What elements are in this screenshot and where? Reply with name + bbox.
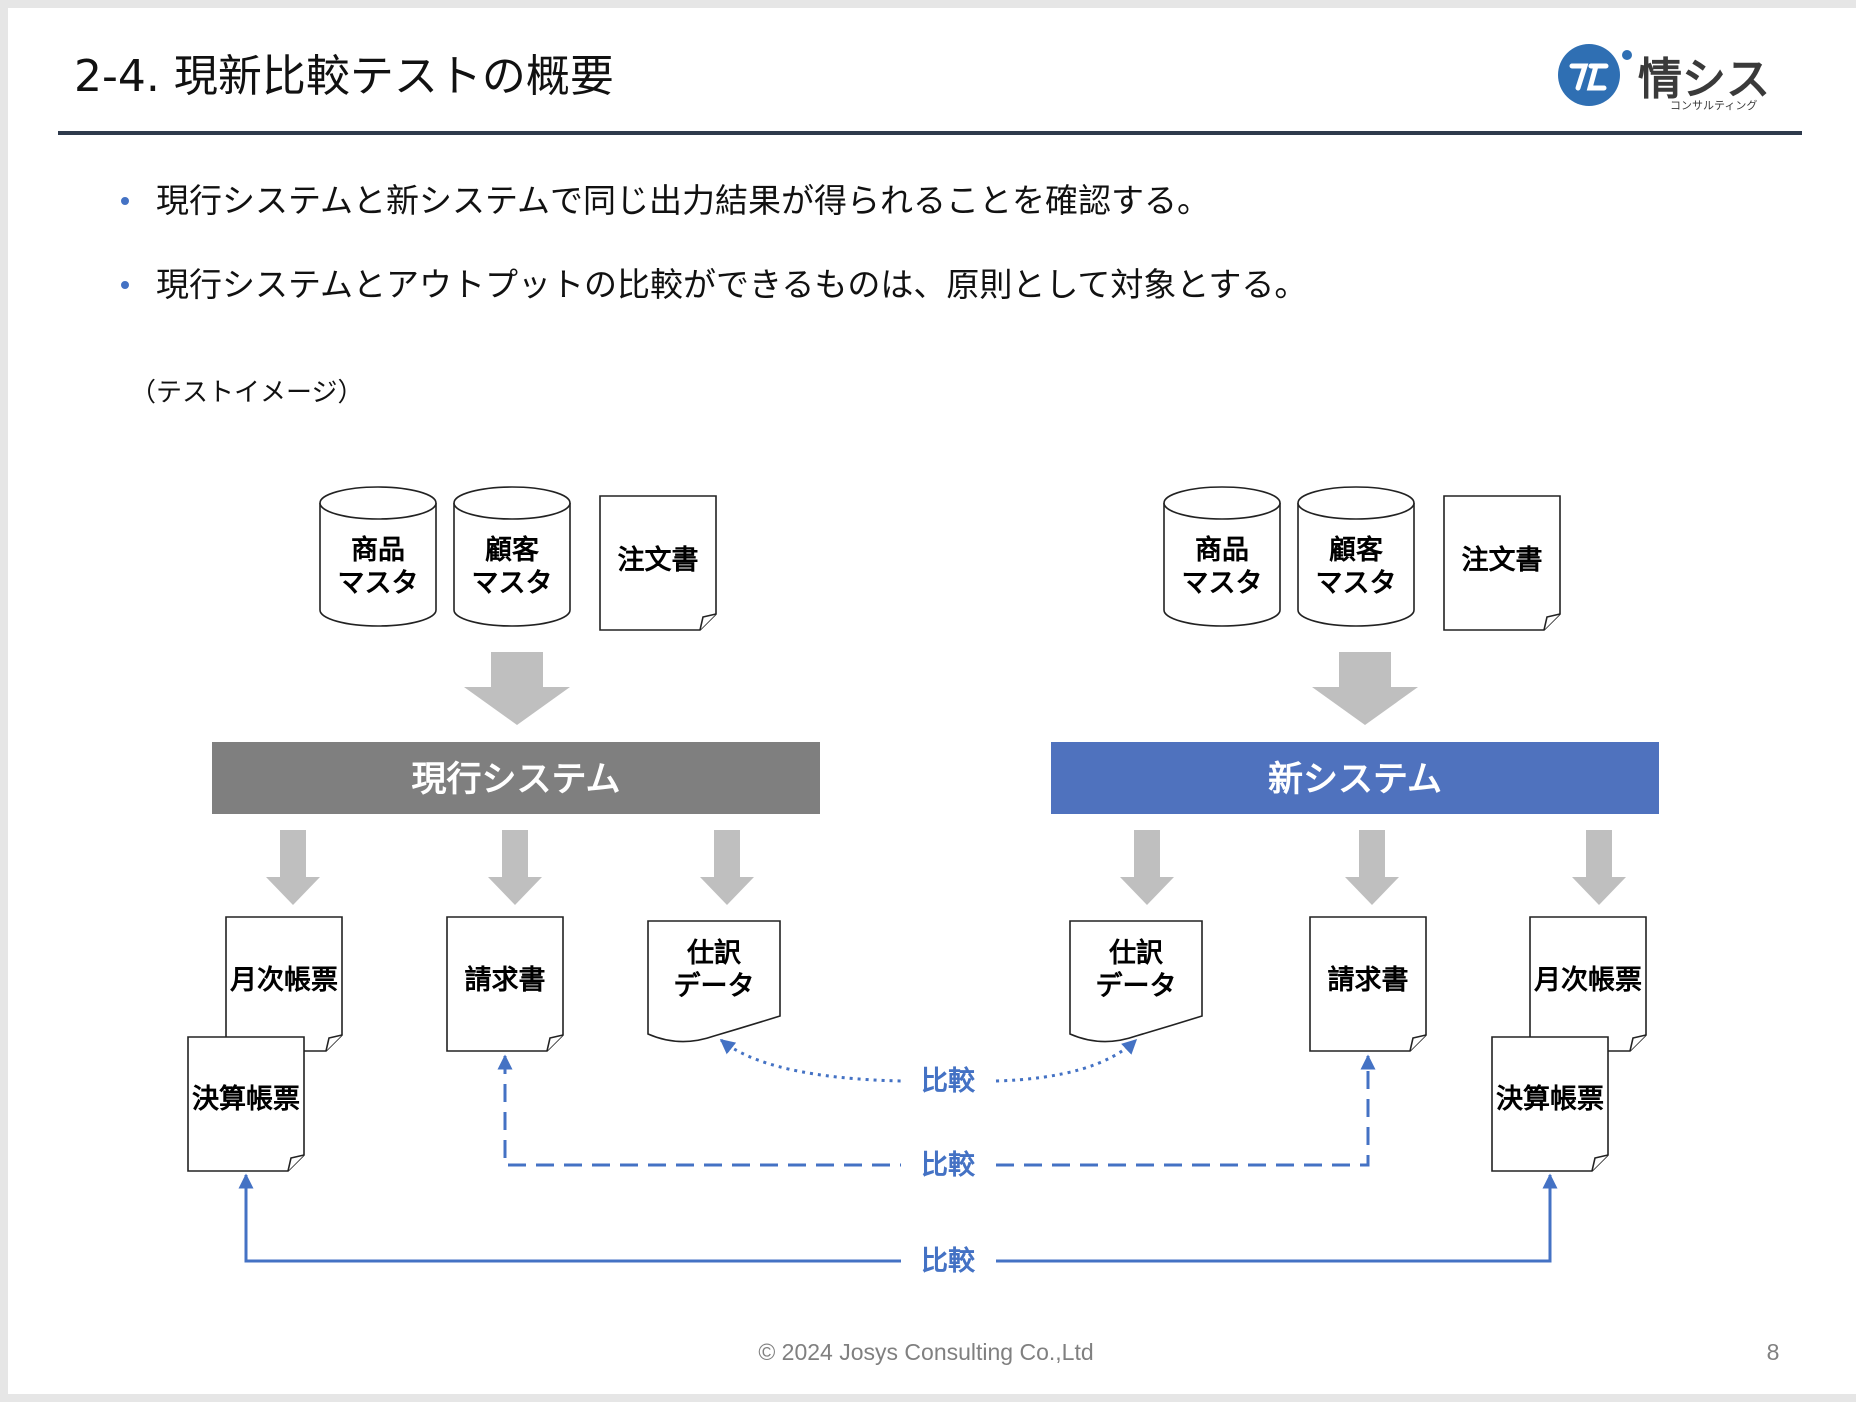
slide-canvas: 2-4. 現新比較テストの概要 情シス コンサルティング 現行システムと新システ… — [58, 44, 1802, 1365]
bullet-dot-icon — [121, 281, 129, 289]
compare-label-invoice: 比較 — [921, 1149, 976, 1181]
document-icon: 請求書 — [1309, 916, 1427, 1052]
product-master-label: マスタ — [338, 568, 419, 599]
logo-mark-icon — [1558, 44, 1620, 106]
copyright-text: © 2024 Josys Consulting Co.,Ltd — [758, 1339, 1093, 1365]
order-form-label: 注文書 — [1462, 544, 1543, 576]
journal-data-label: 仕訳 — [686, 937, 742, 969]
compare-connector-invoice-right — [996, 1054, 1376, 1167]
down-arrow-icon — [266, 830, 320, 905]
compare-connector-settlement-left — [238, 1173, 901, 1263]
bullet-dot-icon — [121, 197, 129, 205]
document-icon: 月次帳票 — [225, 916, 343, 1052]
page-number: 8 — [1767, 1339, 1780, 1365]
new-system-label: 新システム — [1268, 760, 1442, 800]
company-logo: 情シス コンサルティング — [1558, 44, 1770, 112]
page-title: 2-4. 現新比較テストの概要 — [74, 51, 614, 102]
invoice-label: 請求書 — [465, 964, 546, 996]
journal-data-label: データ — [674, 970, 755, 1002]
logo-subtext: コンサルティング — [1670, 98, 1757, 112]
invoice-label: 請求書 — [1328, 964, 1409, 996]
monthly-report-label: 月次帳票 — [229, 965, 338, 996]
slide: 2-4. 現新比較テストの概要 情シス コンサルティング 現行システムと新システ… — [8, 8, 1856, 1394]
database-icon: 商品 マスタ — [1163, 486, 1281, 627]
bullet-list: 現行システムと新システムで同じ出力結果が得られることを確認する。 現行システムと… — [121, 181, 1307, 304]
customer-master-label: 顧客 — [485, 534, 540, 566]
customer-master-label: 顧客 — [1329, 534, 1384, 566]
compare-connector-journal-right — [995, 1038, 1138, 1083]
bullet-item: 現行システムと新システムで同じ出力結果が得られることを確認する。 — [156, 181, 1210, 220]
down-arrow-icon — [1345, 830, 1399, 905]
document-icon: 決算帳票 — [1491, 1036, 1609, 1172]
product-master-label: 商品 — [1195, 535, 1249, 566]
database-icon: 顧客 マスタ — [453, 486, 571, 627]
down-arrow-icon — [700, 830, 754, 905]
product-master-label: マスタ — [1182, 568, 1263, 599]
customer-master-label: マスタ — [1316, 568, 1397, 599]
title-rule — [58, 131, 1802, 135]
settlement-report-label: 決算帳票 — [192, 1083, 300, 1115]
new-system-box — [1051, 742, 1659, 814]
bullet-item: 現行システムとアウトプットの比較ができるものは、原則として対象とする。 — [156, 265, 1307, 304]
order-form-label: 注文書 — [618, 544, 699, 576]
customer-master-label: マスタ — [472, 568, 553, 599]
down-arrow-icon — [488, 830, 542, 905]
data-document-icon: 仕訳 データ — [1069, 920, 1203, 1043]
down-arrow-icon — [464, 652, 570, 725]
compare-connector-settlement-right — [996, 1173, 1558, 1263]
compare-connector-journal-left — [719, 1038, 902, 1083]
compare-label-journal: 比較 — [921, 1065, 976, 1097]
current-system-box — [212, 742, 820, 814]
database-icon: 顧客 マスタ — [1297, 486, 1415, 627]
compare-connector-invoice-left — [497, 1054, 901, 1167]
monthly-report-label: 月次帳票 — [1533, 965, 1642, 996]
down-arrow-icon — [1120, 830, 1174, 905]
document-icon: 注文書 — [1443, 495, 1561, 631]
document-icon: 決算帳票 — [187, 1036, 305, 1172]
settlement-report-label: 決算帳票 — [1496, 1083, 1604, 1115]
data-document-icon: 仕訳 データ — [647, 920, 781, 1043]
down-arrow-icon — [1572, 830, 1626, 905]
compare-label-settlement: 比較 — [921, 1245, 976, 1277]
document-icon: 請求書 — [446, 916, 564, 1052]
document-icon: 月次帳票 — [1529, 916, 1647, 1052]
down-arrow-icon — [1312, 652, 1418, 725]
product-master-label: 商品 — [351, 535, 405, 566]
logo-text: 情シス — [1638, 54, 1770, 105]
current-system-label: 現行システム — [412, 760, 621, 800]
test-image-note: （テストイメージ） — [130, 378, 363, 408]
journal-data-label: 仕訳 — [1108, 937, 1164, 969]
journal-data-label: データ — [1096, 970, 1177, 1002]
document-icon: 注文書 — [599, 495, 717, 631]
database-icon: 商品 マスタ — [319, 486, 437, 627]
